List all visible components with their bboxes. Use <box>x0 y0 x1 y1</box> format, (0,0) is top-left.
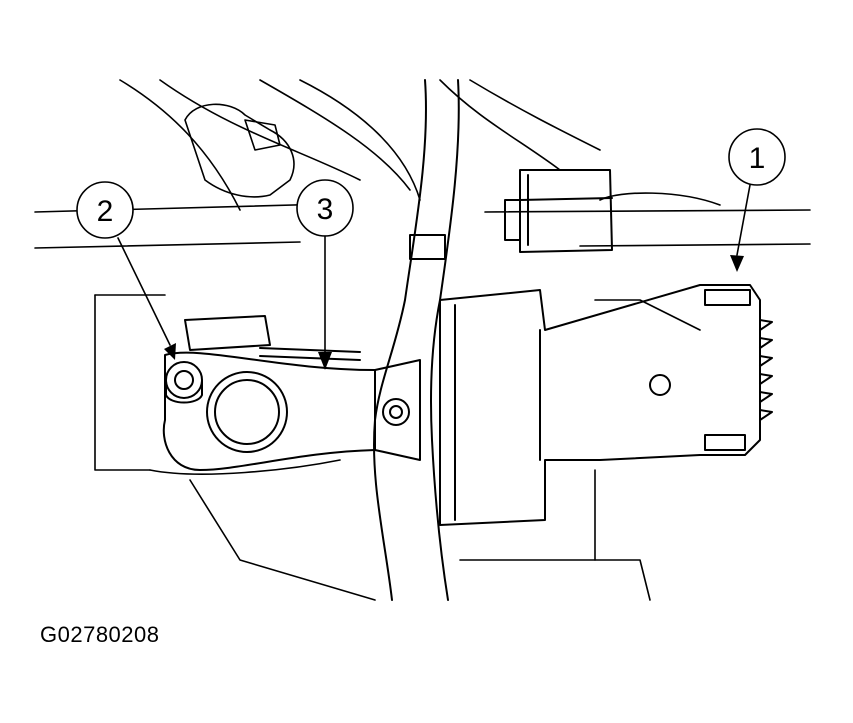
callout-2: 2 <box>76 181 176 360</box>
nut <box>165 361 203 404</box>
bracket <box>162 315 421 471</box>
callout-3: 3 <box>296 179 354 370</box>
connector-clip <box>504 169 613 253</box>
wiring-harness <box>373 79 460 601</box>
grommet <box>206 371 288 453</box>
figure-id-label: G02780208 <box>40 622 160 647</box>
callout-1: 1 <box>728 128 786 272</box>
background-structure <box>34 79 811 601</box>
callout-2-number: 2 <box>97 195 114 228</box>
callout-1-number: 1 <box>749 142 766 175</box>
callout-3-number: 3 <box>317 193 334 226</box>
module <box>439 284 773 526</box>
